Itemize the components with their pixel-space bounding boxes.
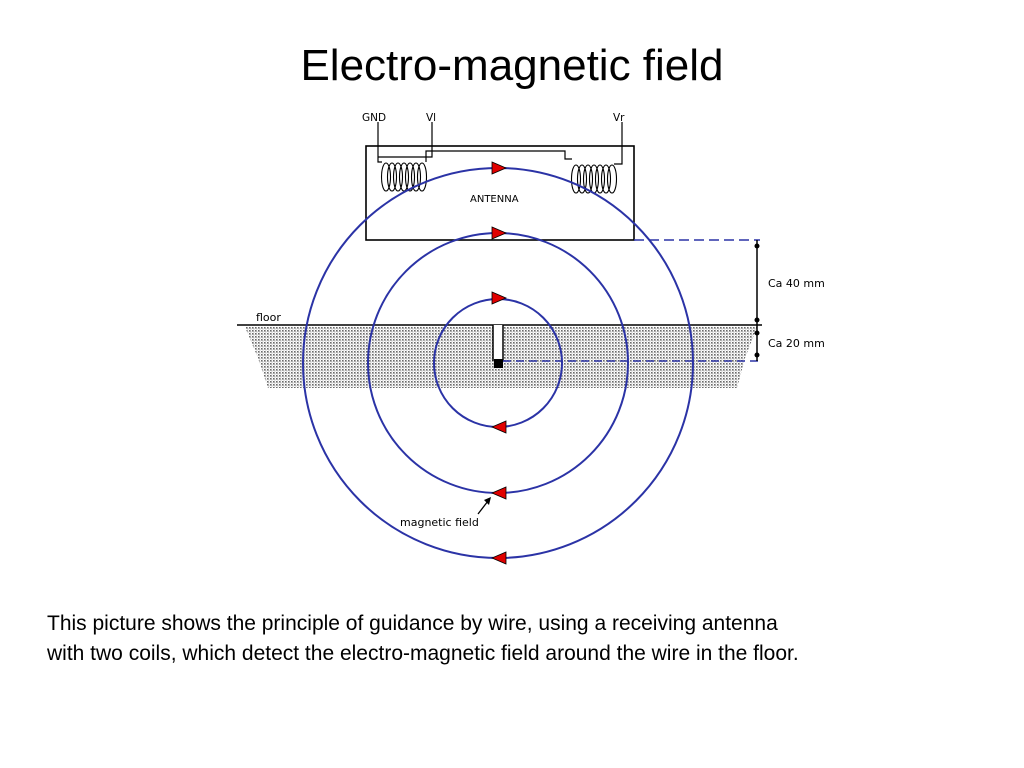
- right-coil: [570, 164, 618, 194]
- dimension-dot-mid-upper: [754, 317, 760, 323]
- vl-label: Vl: [426, 112, 436, 124]
- gnd-wire: [377, 122, 382, 163]
- arrow-outer-bottom: [490, 551, 507, 565]
- antenna-box: [365, 145, 635, 241]
- vl-wire: [378, 122, 433, 158]
- arrow-inner-bottom: [490, 420, 507, 434]
- dimension-dot-mid-lower: [754, 330, 760, 336]
- arrow-outer-top: [491, 161, 508, 175]
- slide-title: Electro-magnetic field: [300, 41, 724, 90]
- dimension-dot-bottom: [754, 352, 760, 358]
- arrow-middle-top: [491, 226, 508, 240]
- vr-label: Vr: [613, 112, 625, 124]
- caption: This picture shows the principle of guid…: [47, 609, 987, 669]
- left-coil: [380, 162, 428, 192]
- caption-line-2: with two coils, which detect the electro…: [47, 642, 799, 665]
- field-arrows: [490, 161, 508, 565]
- magnetic-field-label: magnetic field: [400, 516, 479, 529]
- vr-wire: [614, 122, 623, 165]
- distance-floor-label: Ca 20 mm: [768, 337, 825, 350]
- caption-line-1: This picture shows the principle of guid…: [47, 612, 778, 635]
- distance-antenna-label: Ca 40 mm: [768, 277, 825, 290]
- antenna-label: ANTENNA: [470, 194, 519, 205]
- coil-bridge-wire: [425, 150, 572, 162]
- arrow-inner-top: [491, 291, 508, 305]
- magnetic-field-pointer: [477, 500, 489, 515]
- floor-wire: [494, 359, 503, 368]
- wire-groove: [493, 325, 503, 361]
- gnd-label: GND: [362, 112, 386, 124]
- magnetic-field-pointer-head: [484, 497, 491, 505]
- arrow-middle-bottom: [490, 486, 507, 500]
- floor-label: floor: [256, 311, 281, 324]
- dimension-dot-top: [754, 243, 760, 249]
